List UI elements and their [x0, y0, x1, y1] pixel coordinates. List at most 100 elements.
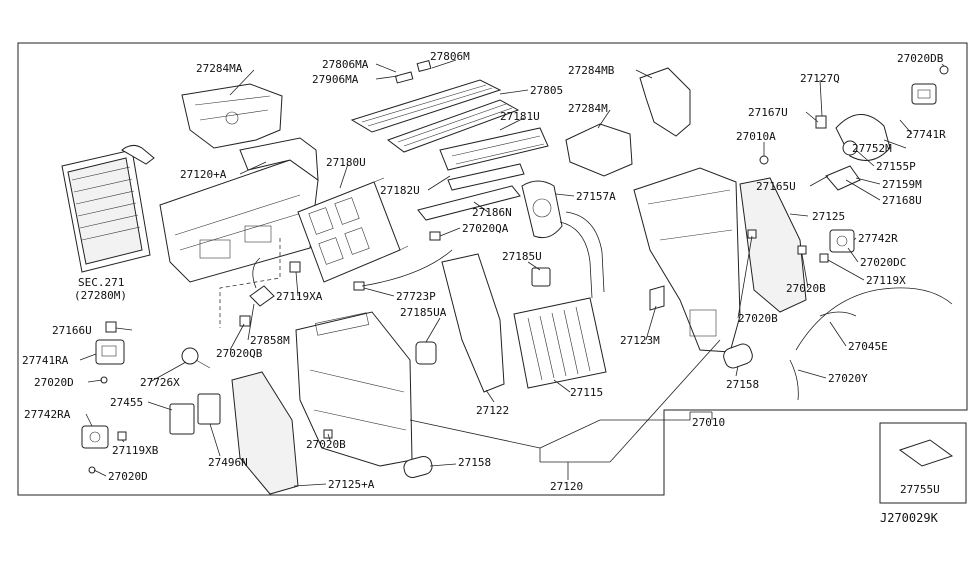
label-27158-right: 27158 [726, 378, 759, 391]
label-27020DC: 27020DC [860, 256, 906, 269]
heater-core-27115 [513, 297, 607, 389]
seal-27158-bottom [403, 455, 433, 479]
filter-27805 [386, 99, 520, 153]
case-27120 [295, 311, 413, 467]
blower-27455 [169, 403, 195, 435]
clip-27020QA [429, 231, 441, 241]
diagram-code: J270029K [880, 511, 939, 525]
filter-27806M [350, 59, 502, 133]
lever-27155P [842, 140, 858, 156]
lower-case-27120A [159, 137, 319, 328]
main-frame [17, 42, 968, 496]
label-27180U: 27180U [326, 156, 366, 169]
actuator-27742R [829, 229, 855, 253]
clip-27119XB [117, 431, 127, 441]
bracket-27284MA [181, 83, 283, 149]
lever-27159M [825, 165, 861, 191]
label-27185U: 27185U [502, 250, 542, 263]
label-27127Q: 27127Q [800, 72, 840, 85]
label-27455: 27455 [110, 396, 143, 409]
bracket-27284MB [639, 67, 691, 137]
label-27119XB: 27119XB [112, 444, 159, 457]
label-27020QB: 27020QB [216, 347, 263, 360]
pad-27755U [898, 439, 954, 467]
label-27284MB: 27284MB [568, 64, 615, 77]
label-27806MA: 27806MA [322, 58, 369, 71]
actuator-27741RA [95, 339, 125, 365]
plate-27123M [649, 285, 665, 311]
label-27167U: 27167U [748, 106, 788, 119]
bracket-27185U [531, 267, 551, 287]
label-27120: 27120 [550, 480, 583, 493]
heater-pipe [559, 211, 605, 299]
label-27122: 27122 [476, 404, 509, 417]
label-27115: 27115 [570, 386, 603, 399]
label-27168U: 27168U [882, 194, 922, 207]
label-27806M: 27806M [430, 50, 470, 63]
label-27165U: 27165U [756, 180, 796, 193]
label-27020B-mid: 27020B [738, 312, 778, 325]
actuator-27127Q [815, 115, 827, 129]
label-27120A: 27120+A [180, 168, 227, 181]
seal-27158-right [723, 343, 753, 369]
label-SEC271: SEC.271 [78, 276, 124, 289]
label-27906MA: 27906MA [312, 73, 359, 86]
case-27010 [633, 167, 741, 353]
label-27020QA: 27020QA [462, 222, 509, 235]
label-27010A: 27010A [736, 130, 776, 143]
label-27726X: 27726X [140, 376, 180, 389]
screw-27010A [759, 155, 769, 165]
aspirator-27858M [249, 257, 275, 307]
seal-27157A [521, 180, 563, 239]
grommet-27185UA [415, 341, 437, 365]
cover-27122 [441, 253, 505, 393]
label-27125: 27125 [812, 210, 845, 223]
label-27284M: 27284M [568, 102, 608, 115]
harness-27045E [795, 287, 953, 351]
clip-27166U [105, 321, 117, 333]
actuator-27742RA [81, 425, 109, 449]
label-27742R: 27742R [858, 232, 898, 245]
clip-27119XA [289, 261, 301, 273]
label-27741RA: 27741RA [22, 354, 69, 367]
label-27158-bottom: 27158 [458, 456, 491, 469]
label-27159M: 27159M [882, 178, 922, 191]
bracket-27284M [565, 123, 633, 177]
door-27186N [417, 163, 525, 221]
sensor-27726X [181, 347, 211, 369]
label-27741R: 27741R [906, 128, 946, 141]
screw-27020DB [939, 65, 949, 75]
label-27020B-left: 27020B [306, 438, 346, 451]
clip-27020QB [239, 315, 251, 327]
label-27186N: 27186N [472, 206, 512, 219]
actuator-27741R [911, 83, 937, 105]
label-27496N: 27496N [208, 456, 248, 469]
sensor-27723P [353, 249, 453, 291]
label-27157A: 27157A [576, 190, 616, 203]
duct-27125A [231, 371, 299, 495]
label-27858M: 27858M [250, 334, 290, 347]
label-27010: 27010 [692, 416, 725, 429]
evaporator-core [61, 144, 155, 273]
label-27181U: 27181U [500, 110, 540, 123]
label-27182U: 27182U [380, 184, 420, 197]
label-27185UA: 27185UA [400, 306, 447, 319]
label-27020B-right: 27020B [786, 282, 826, 295]
label-27045E: 27045E [848, 340, 888, 353]
label-27805: 27805 [530, 84, 563, 97]
label-27166U: 27166U [52, 324, 92, 337]
label-27125A: 27125+A [328, 478, 375, 491]
label-27284MA: 27284MA [196, 62, 243, 75]
intake-box-27180U [297, 177, 409, 283]
label-27752M: 27752M [852, 142, 892, 155]
resistor-27496N [197, 393, 221, 425]
part-labels: 27284MA 27806MA 27806M 27906MA 27805 272… [22, 50, 946, 525]
label-27119X: 27119X [866, 274, 906, 287]
label-27755U: 27755U [900, 483, 940, 496]
label-27020Y: 27020Y [828, 372, 868, 385]
label-27119XA: 27119XA [276, 290, 323, 303]
leader-lines [79, 59, 945, 487]
label-27155P: 27155P [876, 160, 916, 173]
inset-frame-27755U [879, 422, 967, 504]
